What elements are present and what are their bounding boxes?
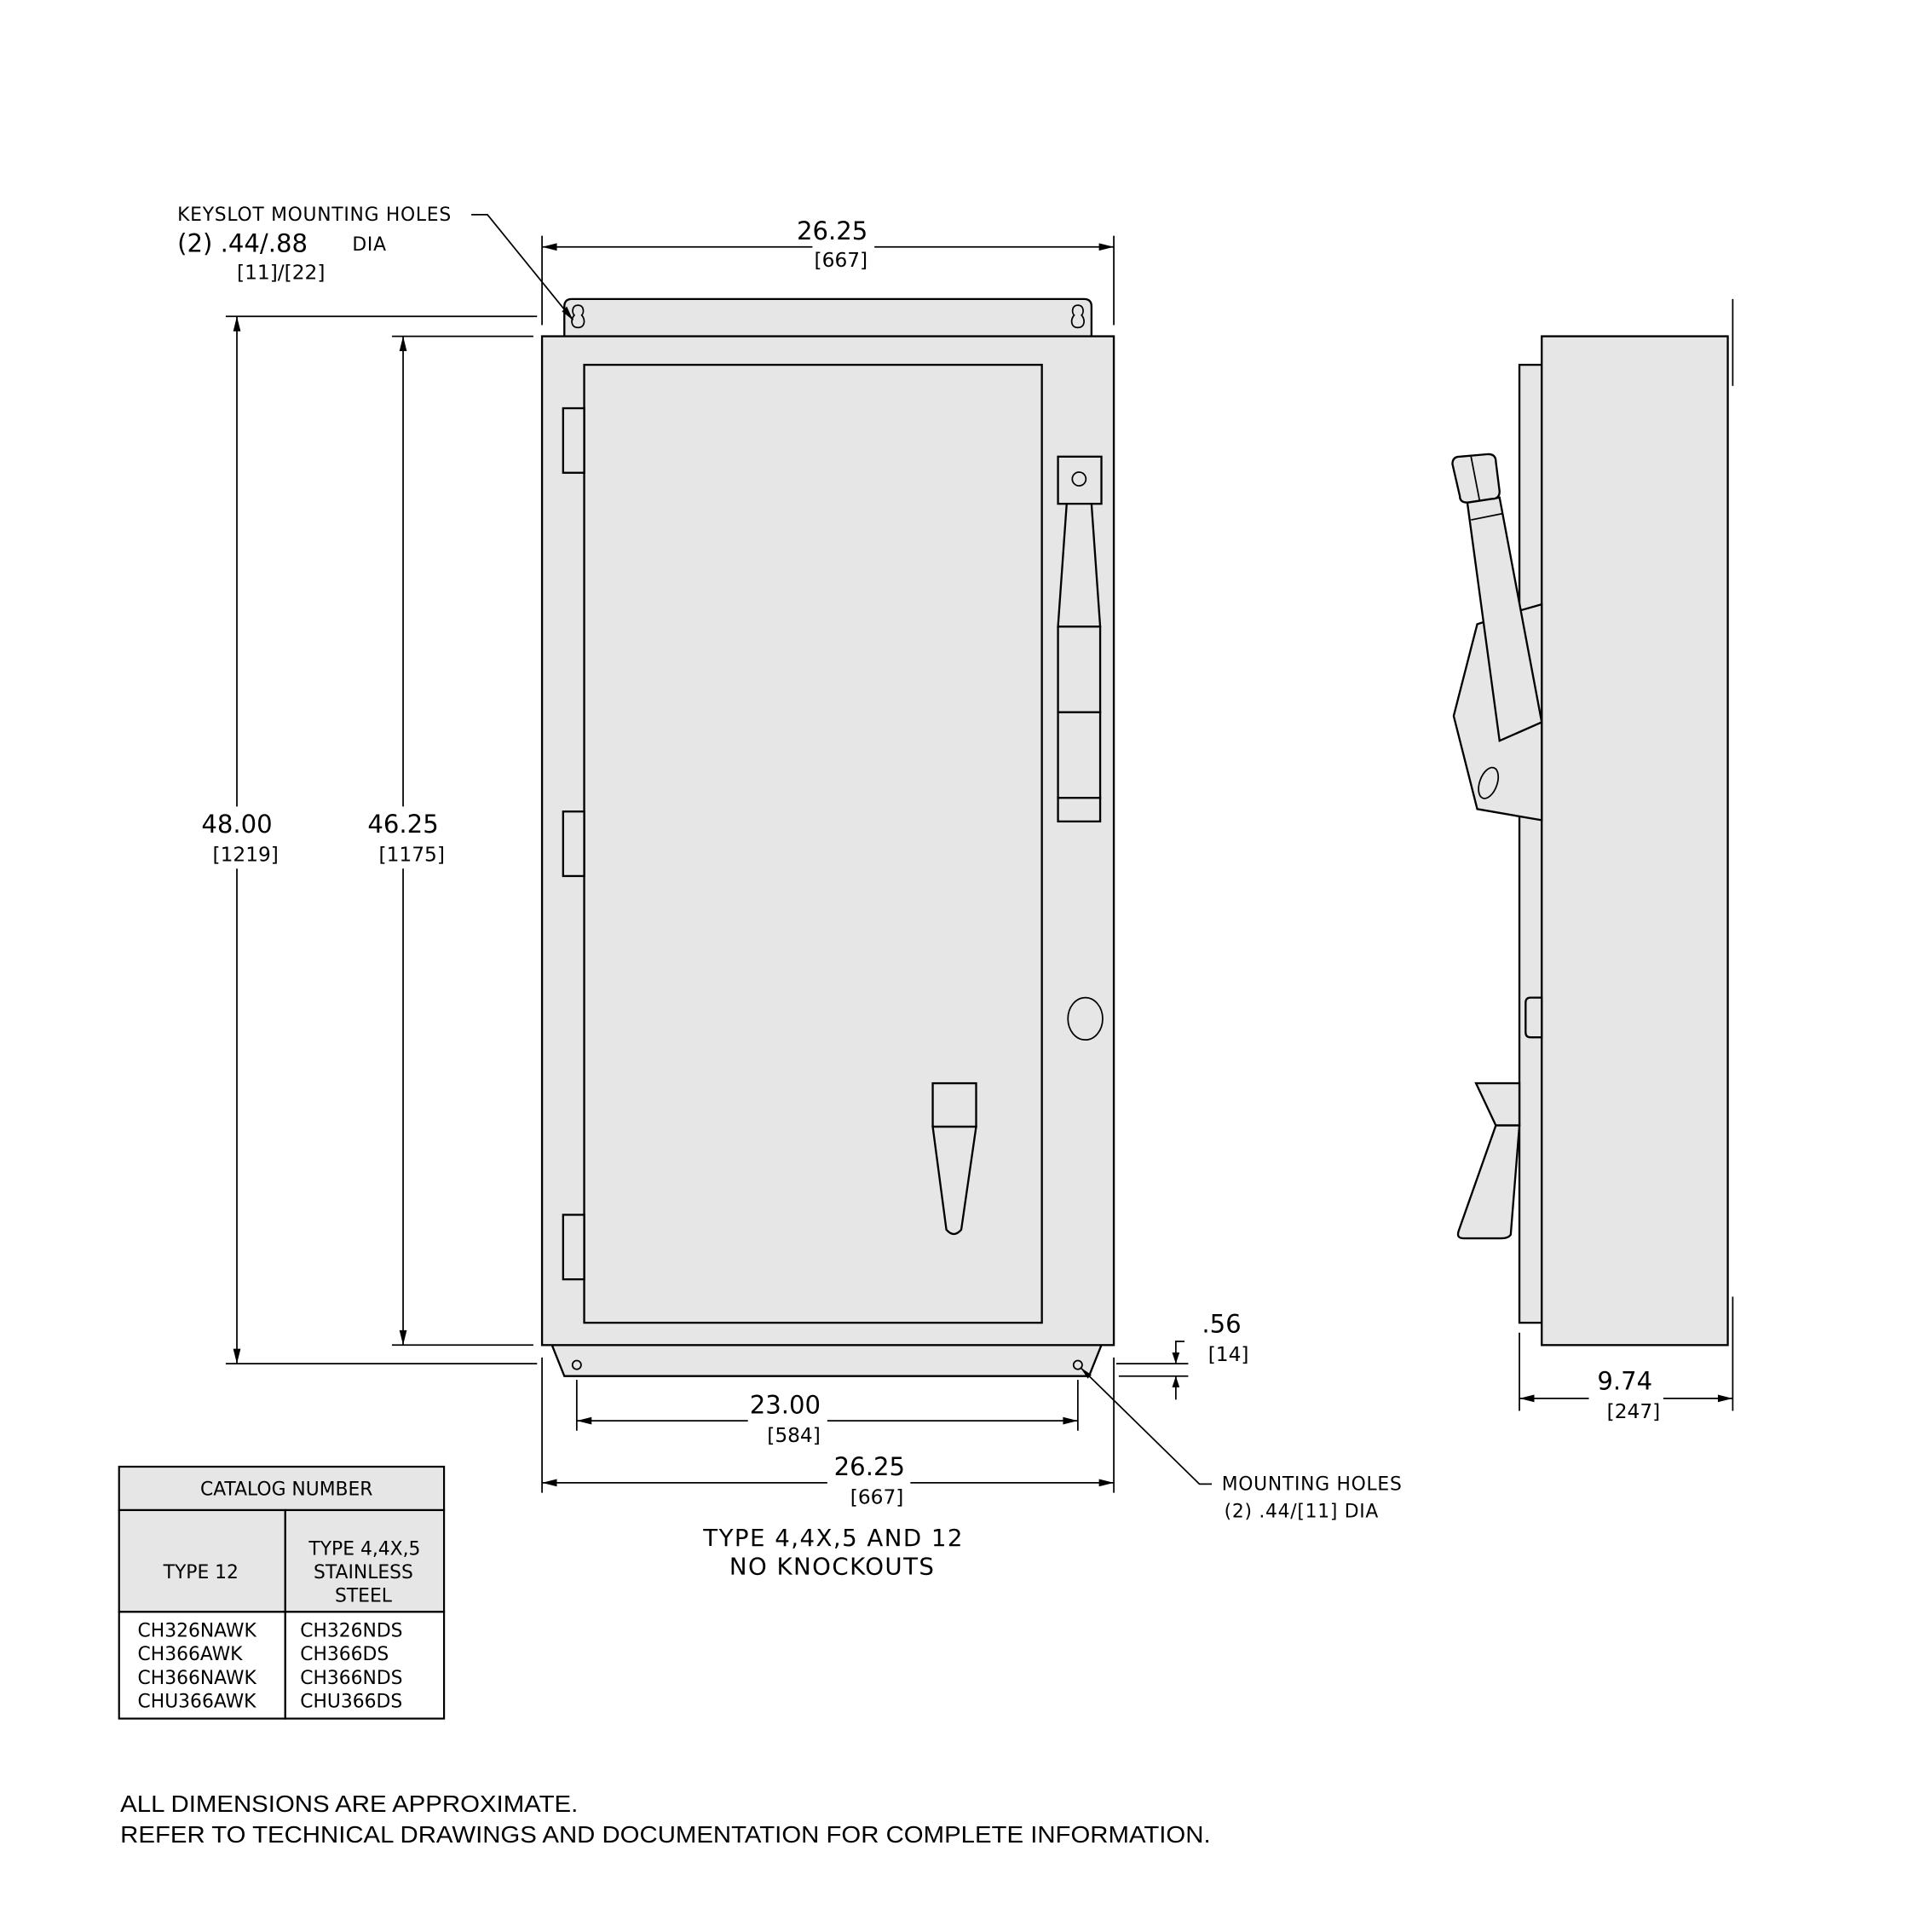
door-latch — [931, 1081, 977, 1236]
bottom-mounting-flange — [550, 1344, 1104, 1377]
keyslot-hole-icon — [1070, 304, 1085, 329]
table-cell: CH326NAWK — [138, 1620, 257, 1641]
catalog-number-table: CATALOG NUMBER TYPE 12 TYPE 4,4X,5 STAIN… — [118, 1465, 446, 1720]
hinge-top — [562, 407, 585, 474]
mounting-holes-line1: MOUNTING HOLES — [1222, 1474, 1403, 1496]
table-cell: CHU366DS — [300, 1691, 402, 1712]
footer-notes: ALL DIMENSIONS ARE APPROXIMATE. REFER TO… — [120, 1791, 1210, 1848]
hinge-bottom — [562, 1214, 585, 1281]
keyslot-note: KEYSLOT MOUNTING HOLES (2) .44/.88 DIA [… — [177, 205, 574, 321]
table-cell: CH366NDS — [300, 1668, 402, 1689]
side-view: 9.74 [247] — [1451, 298, 1734, 1423]
dimension-value: .56 — [1202, 1310, 1241, 1339]
footer-line2: REFER TO TECHNICAL DRAWINGS AND DOCUMENT… — [120, 1821, 1210, 1848]
operating-handle — [1057, 455, 1103, 823]
dimension-mount-offset: .56 [14] — [1115, 1310, 1249, 1400]
side-door-latch — [1456, 1081, 1521, 1240]
keyslot-note-dia: DIA — [352, 234, 386, 256]
keyslot-note-line3: [11]/[22] — [237, 262, 325, 285]
dimension-top-width: 26.25 [667] — [541, 216, 1115, 326]
mounting-hole-icon — [571, 1359, 582, 1370]
dimension-bottom-width: 26.25 [667] — [541, 1357, 1115, 1509]
keyslot-note-line2: (2) .44/.88 — [177, 229, 308, 258]
footer-line1: ALL DIMENSIONS ARE APPROXIMATE. — [120, 1791, 578, 1817]
table-cell: CHU366AWK — [138, 1691, 257, 1712]
dimension-mm: [1175] — [379, 843, 445, 866]
dimension-value: 9.74 — [1597, 1367, 1652, 1396]
side-enclosure-body — [1541, 335, 1729, 1347]
mounting-holes-line2: (2) .44/[11] DIA — [1225, 1502, 1379, 1523]
dimension-value: 26.25 — [797, 216, 867, 245]
table-cell: CH366NAWK — [138, 1668, 257, 1689]
side-operating-handle — [1451, 453, 1543, 822]
table-header-type4: STAINLESS — [314, 1562, 413, 1583]
dimension-value: 46.25 — [367, 810, 438, 839]
top-mounting-flange — [563, 297, 1093, 339]
table-title: CATALOG NUMBER — [200, 1479, 373, 1500]
type-note-line2: NO KNOCKOUTS — [729, 1553, 936, 1581]
dimension-hole-spacing: 23.00 [584] — [575, 1380, 1079, 1447]
table-cell: CH326NDS — [300, 1620, 402, 1641]
keyslot-hole-icon — [571, 304, 585, 329]
dimension-value: 26.25 — [834, 1452, 905, 1481]
table-cell: CH366AWK — [138, 1644, 244, 1665]
table-header-type4: STEEL — [335, 1586, 393, 1607]
type-note-line1: TYPE 4,4X,5 AND 12 — [702, 1524, 964, 1552]
dimension-mm: [14] — [1208, 1343, 1249, 1366]
hinge-middle — [562, 810, 585, 878]
door-screw-hole-icon — [1067, 996, 1104, 1041]
dimension-mm: [1219] — [212, 843, 278, 866]
table-header-type12: TYPE 12 — [163, 1562, 239, 1583]
dimension-mm: [667] — [815, 249, 868, 272]
dimension-mm: [584] — [767, 1424, 821, 1447]
dimension-value: 48.00 — [201, 810, 272, 839]
table-header-type4: TYPE 4,4X,5 — [308, 1538, 420, 1560]
dimension-value: 23.00 — [750, 1390, 821, 1419]
dimension-mm: [667] — [850, 1486, 904, 1509]
side-door-panel — [1518, 363, 1543, 1324]
keyslot-note-line1: KEYSLOT MOUNTING HOLES — [177, 205, 452, 226]
enclosure-door — [583, 363, 1043, 1324]
dimension-body-height: 46.25 [1175] — [367, 335, 533, 1347]
mounting-holes-note: MOUNTING HOLES (2) .44/[11] DIA — [1080, 1366, 1403, 1523]
mounting-hole-icon — [1072, 1359, 1083, 1370]
front-view: 26.25 [667] KEYSLOT MOUNTING HOLES (2) .… — [177, 205, 1402, 1581]
dimension-overall-height: 48.00 [1219] — [201, 315, 538, 1365]
table-cell: CH366DS — [300, 1644, 389, 1665]
type-note: TYPE 4,4X,5 AND 12 NO KNOCKOUTS — [702, 1524, 964, 1581]
dimension-mm: [247] — [1607, 1400, 1661, 1423]
side-latch-tab — [1524, 996, 1543, 1039]
dimension-depth: 9.74 [247] — [1519, 1332, 1733, 1423]
